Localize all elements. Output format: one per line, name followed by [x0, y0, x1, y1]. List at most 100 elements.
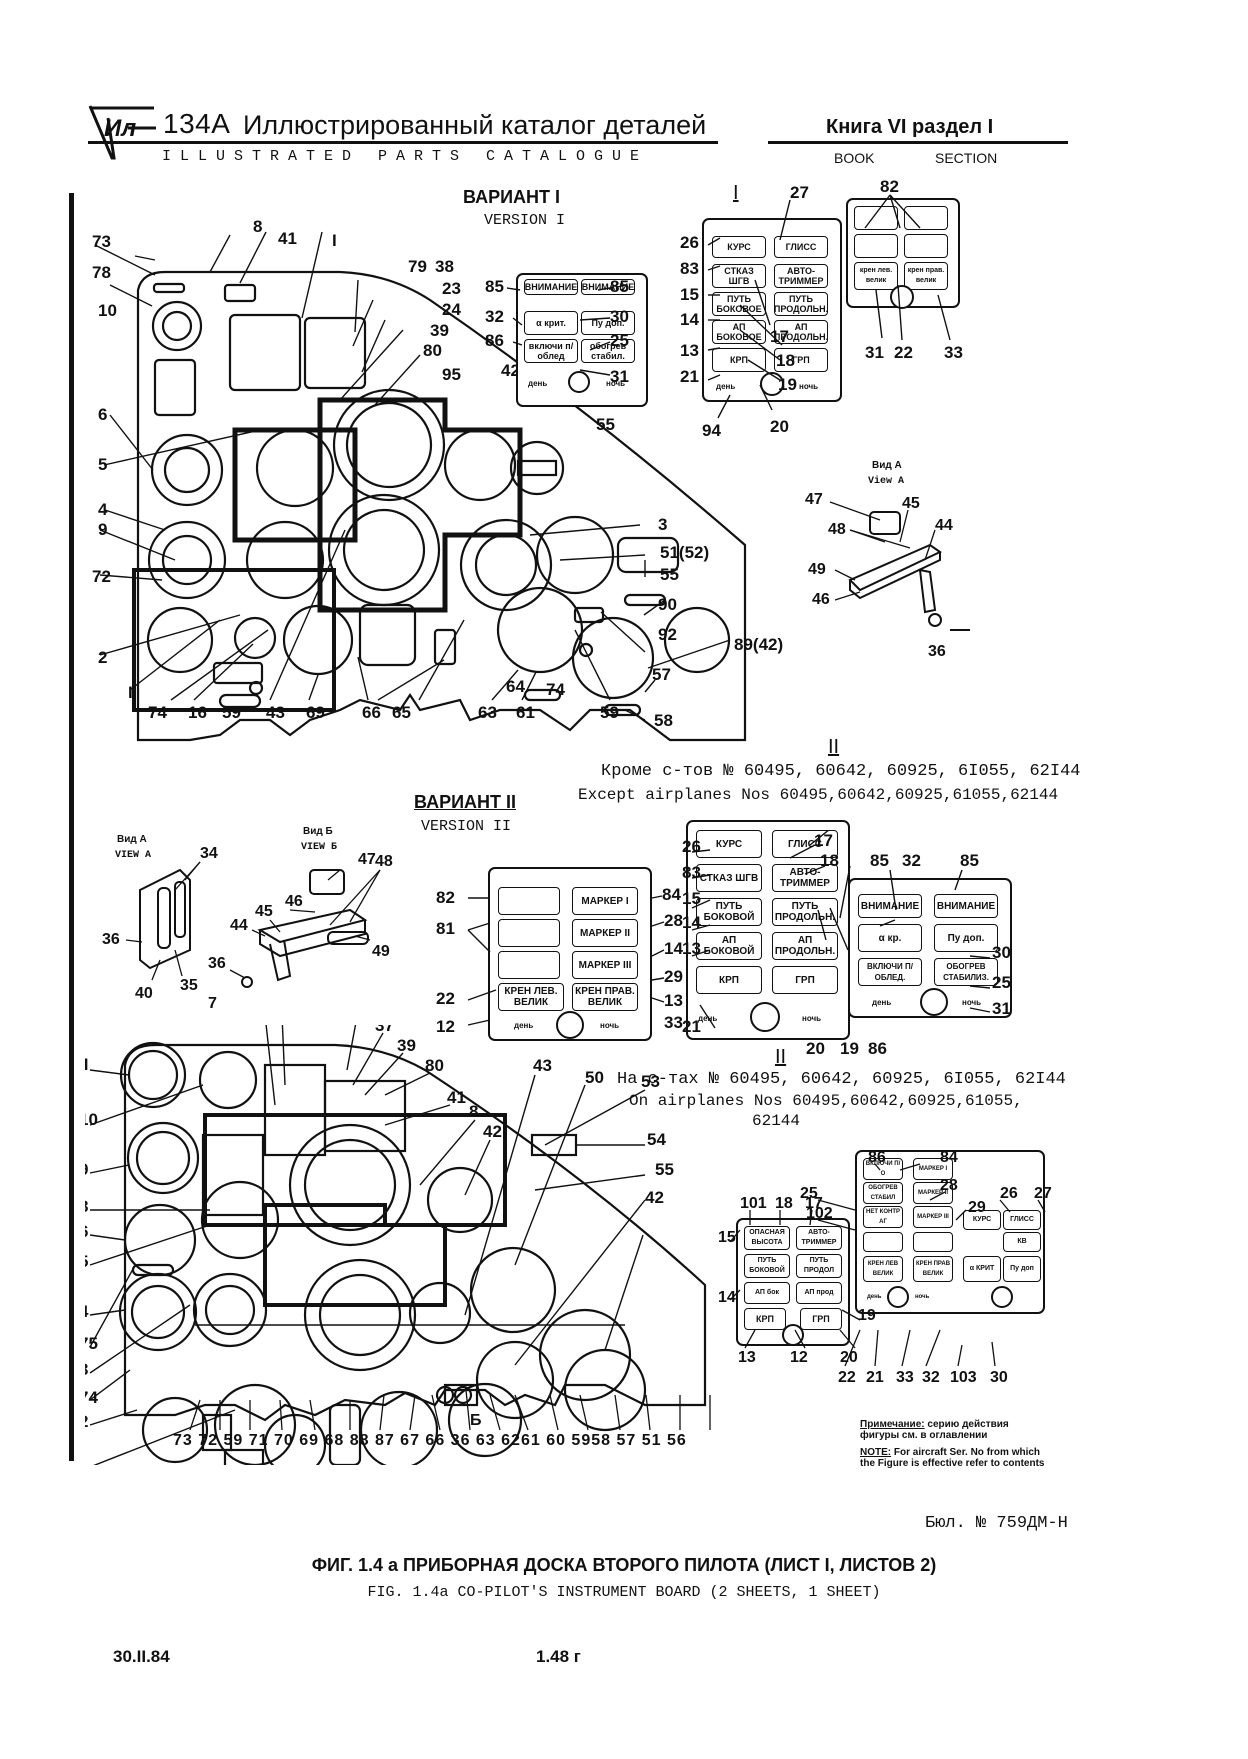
v1-autotrim: АВТО-ТРИММЕР: [774, 264, 828, 288]
svg-text:25: 25: [610, 331, 629, 350]
svg-text:46: 46: [812, 591, 830, 608]
svg-text:18: 18: [775, 1195, 793, 1212]
svg-text:19: 19: [858, 1307, 876, 1324]
svg-text:79: 79: [408, 257, 427, 276]
svg-text:14: 14: [680, 310, 699, 329]
v3-panel-a-knob[interactable]: [782, 1324, 804, 1346]
v1-bank-knob[interactable]: [890, 285, 914, 309]
v1-small-dimmer-knob[interactable]: [568, 371, 590, 393]
v1-view-a-en: View A: [868, 476, 905, 487]
svg-text:49: 49: [808, 561, 826, 578]
svg-text:42: 42: [645, 1188, 664, 1207]
variant1-title-ru: ВАРИАНТ I: [463, 187, 561, 207]
svg-text:63: 63: [478, 703, 497, 722]
svg-text:101: 101: [740, 1195, 767, 1212]
svg-text:21: 21: [682, 1017, 701, 1036]
svg-text:80: 80: [423, 341, 442, 360]
svg-text:36: 36: [928, 643, 946, 660]
svg-text:86: 86: [868, 1039, 887, 1058]
svg-text:82: 82: [880, 177, 899, 196]
header-rule-right: [768, 141, 1068, 144]
svg-text:89(42): 89(42): [734, 635, 783, 654]
bulletin-number: Бюл. № 759ДМ-Н: [925, 1514, 1068, 1533]
svg-text:41: 41: [278, 229, 297, 248]
note-ru-head: Примечание:: [860, 1419, 925, 1430]
svg-text:I: I: [128, 683, 133, 702]
svg-text:31: 31: [992, 999, 1011, 1018]
svg-text:4: 4: [85, 1302, 89, 1321]
svg-text:31: 31: [610, 367, 629, 386]
v3-night: ночь: [915, 1294, 930, 1300]
v2-blank-1: [498, 887, 560, 915]
svg-text:85: 85: [610, 277, 629, 296]
v3-krp: КРП: [744, 1308, 786, 1330]
v1-blank-1: [854, 206, 898, 230]
svg-text:48: 48: [828, 521, 846, 538]
svg-text:74: 74: [148, 703, 167, 722]
svg-text:85: 85: [870, 851, 889, 870]
svg-text:92: 92: [658, 625, 677, 644]
v1-anti-ice: включи п/облед: [524, 339, 578, 363]
svg-text:19: 19: [840, 1039, 859, 1058]
svg-text:47: 47: [805, 491, 823, 508]
v2-path-long: ПУТЬ ПРОДОЛЬН.: [772, 898, 838, 926]
v3-stab-heat: ОБОГРЕВ СТАБИЛ: [863, 1182, 903, 1204]
svg-text:14: 14: [664, 939, 683, 958]
variant2-except-en: Except airplanes Nos 60495,60642,60925,6…: [578, 786, 1059, 804]
v2-right-knob[interactable]: [920, 988, 948, 1016]
svg-text:83: 83: [682, 863, 701, 882]
svg-text:59: 59: [600, 703, 619, 722]
v2-krp: КРП: [696, 966, 762, 994]
svg-text:32: 32: [922, 1369, 940, 1386]
svg-text:22: 22: [838, 1369, 856, 1386]
svg-text:47: 47: [358, 851, 376, 868]
v1-dimmer-knob[interactable]: [760, 372, 784, 396]
v3-knob-left[interactable]: [887, 1286, 909, 1308]
svg-text:29: 29: [968, 1199, 986, 1216]
svg-text:83: 83: [680, 259, 699, 278]
v2-view-a-en: VIEW A: [115, 850, 152, 861]
svg-text:37: 37: [375, 1025, 394, 1035]
svg-text:25: 25: [800, 1185, 818, 1202]
svg-text:14: 14: [682, 913, 701, 932]
svg-text:32: 32: [902, 851, 921, 870]
svg-text:8: 8: [85, 1197, 88, 1216]
svg-text:2: 2: [85, 1412, 88, 1431]
v1-blank-3: [854, 234, 898, 258]
v2-ny-limit: Пу доп.: [934, 924, 998, 952]
svg-text:75: 75: [85, 1334, 98, 1353]
v2-view-b-ru: Вид Б: [303, 826, 333, 837]
v3-alpha-crit: α КРИТ: [963, 1256, 1001, 1282]
header-rule-left: [88, 141, 718, 144]
svg-text:64: 64: [506, 677, 525, 696]
v3-marker-2: МАРКЕР II: [913, 1182, 953, 1204]
ilyushin-logo: Ил: [88, 105, 156, 160]
svg-text:19: 19: [778, 375, 797, 394]
v1-bank-panel: крен лев. велик крен прав. велик: [846, 198, 960, 309]
svg-text:41: 41: [447, 1088, 466, 1107]
v2-stab-heat: ОБОГРЕВ СТАБИЛИЗ.: [934, 958, 998, 986]
svg-text:8: 8: [469, 1102, 478, 1121]
svg-text:86: 86: [485, 331, 504, 350]
svg-text:I: I: [332, 231, 337, 250]
svg-text:9: 9: [98, 520, 107, 539]
svg-text:33: 33: [944, 343, 963, 362]
v2-mid-knob[interactable]: [750, 1002, 780, 1032]
v3-knob-right[interactable]: [991, 1286, 1013, 1308]
v2-left-knob[interactable]: [556, 1011, 584, 1039]
svg-text:73: 73: [92, 232, 111, 251]
v2-attention-left: ВНИМАНИЕ: [858, 894, 922, 918]
svg-text:31: 31: [865, 343, 884, 362]
svg-text:18: 18: [776, 351, 795, 370]
v1-glide: ГЛИСС: [774, 236, 828, 258]
svg-text:21: 21: [680, 367, 699, 386]
variant3-on-en2: 62144: [752, 1112, 801, 1130]
svg-text:6: 6: [85, 1222, 88, 1241]
svg-text:40: 40: [135, 985, 153, 1002]
v1-small-night: ночь: [606, 379, 626, 388]
